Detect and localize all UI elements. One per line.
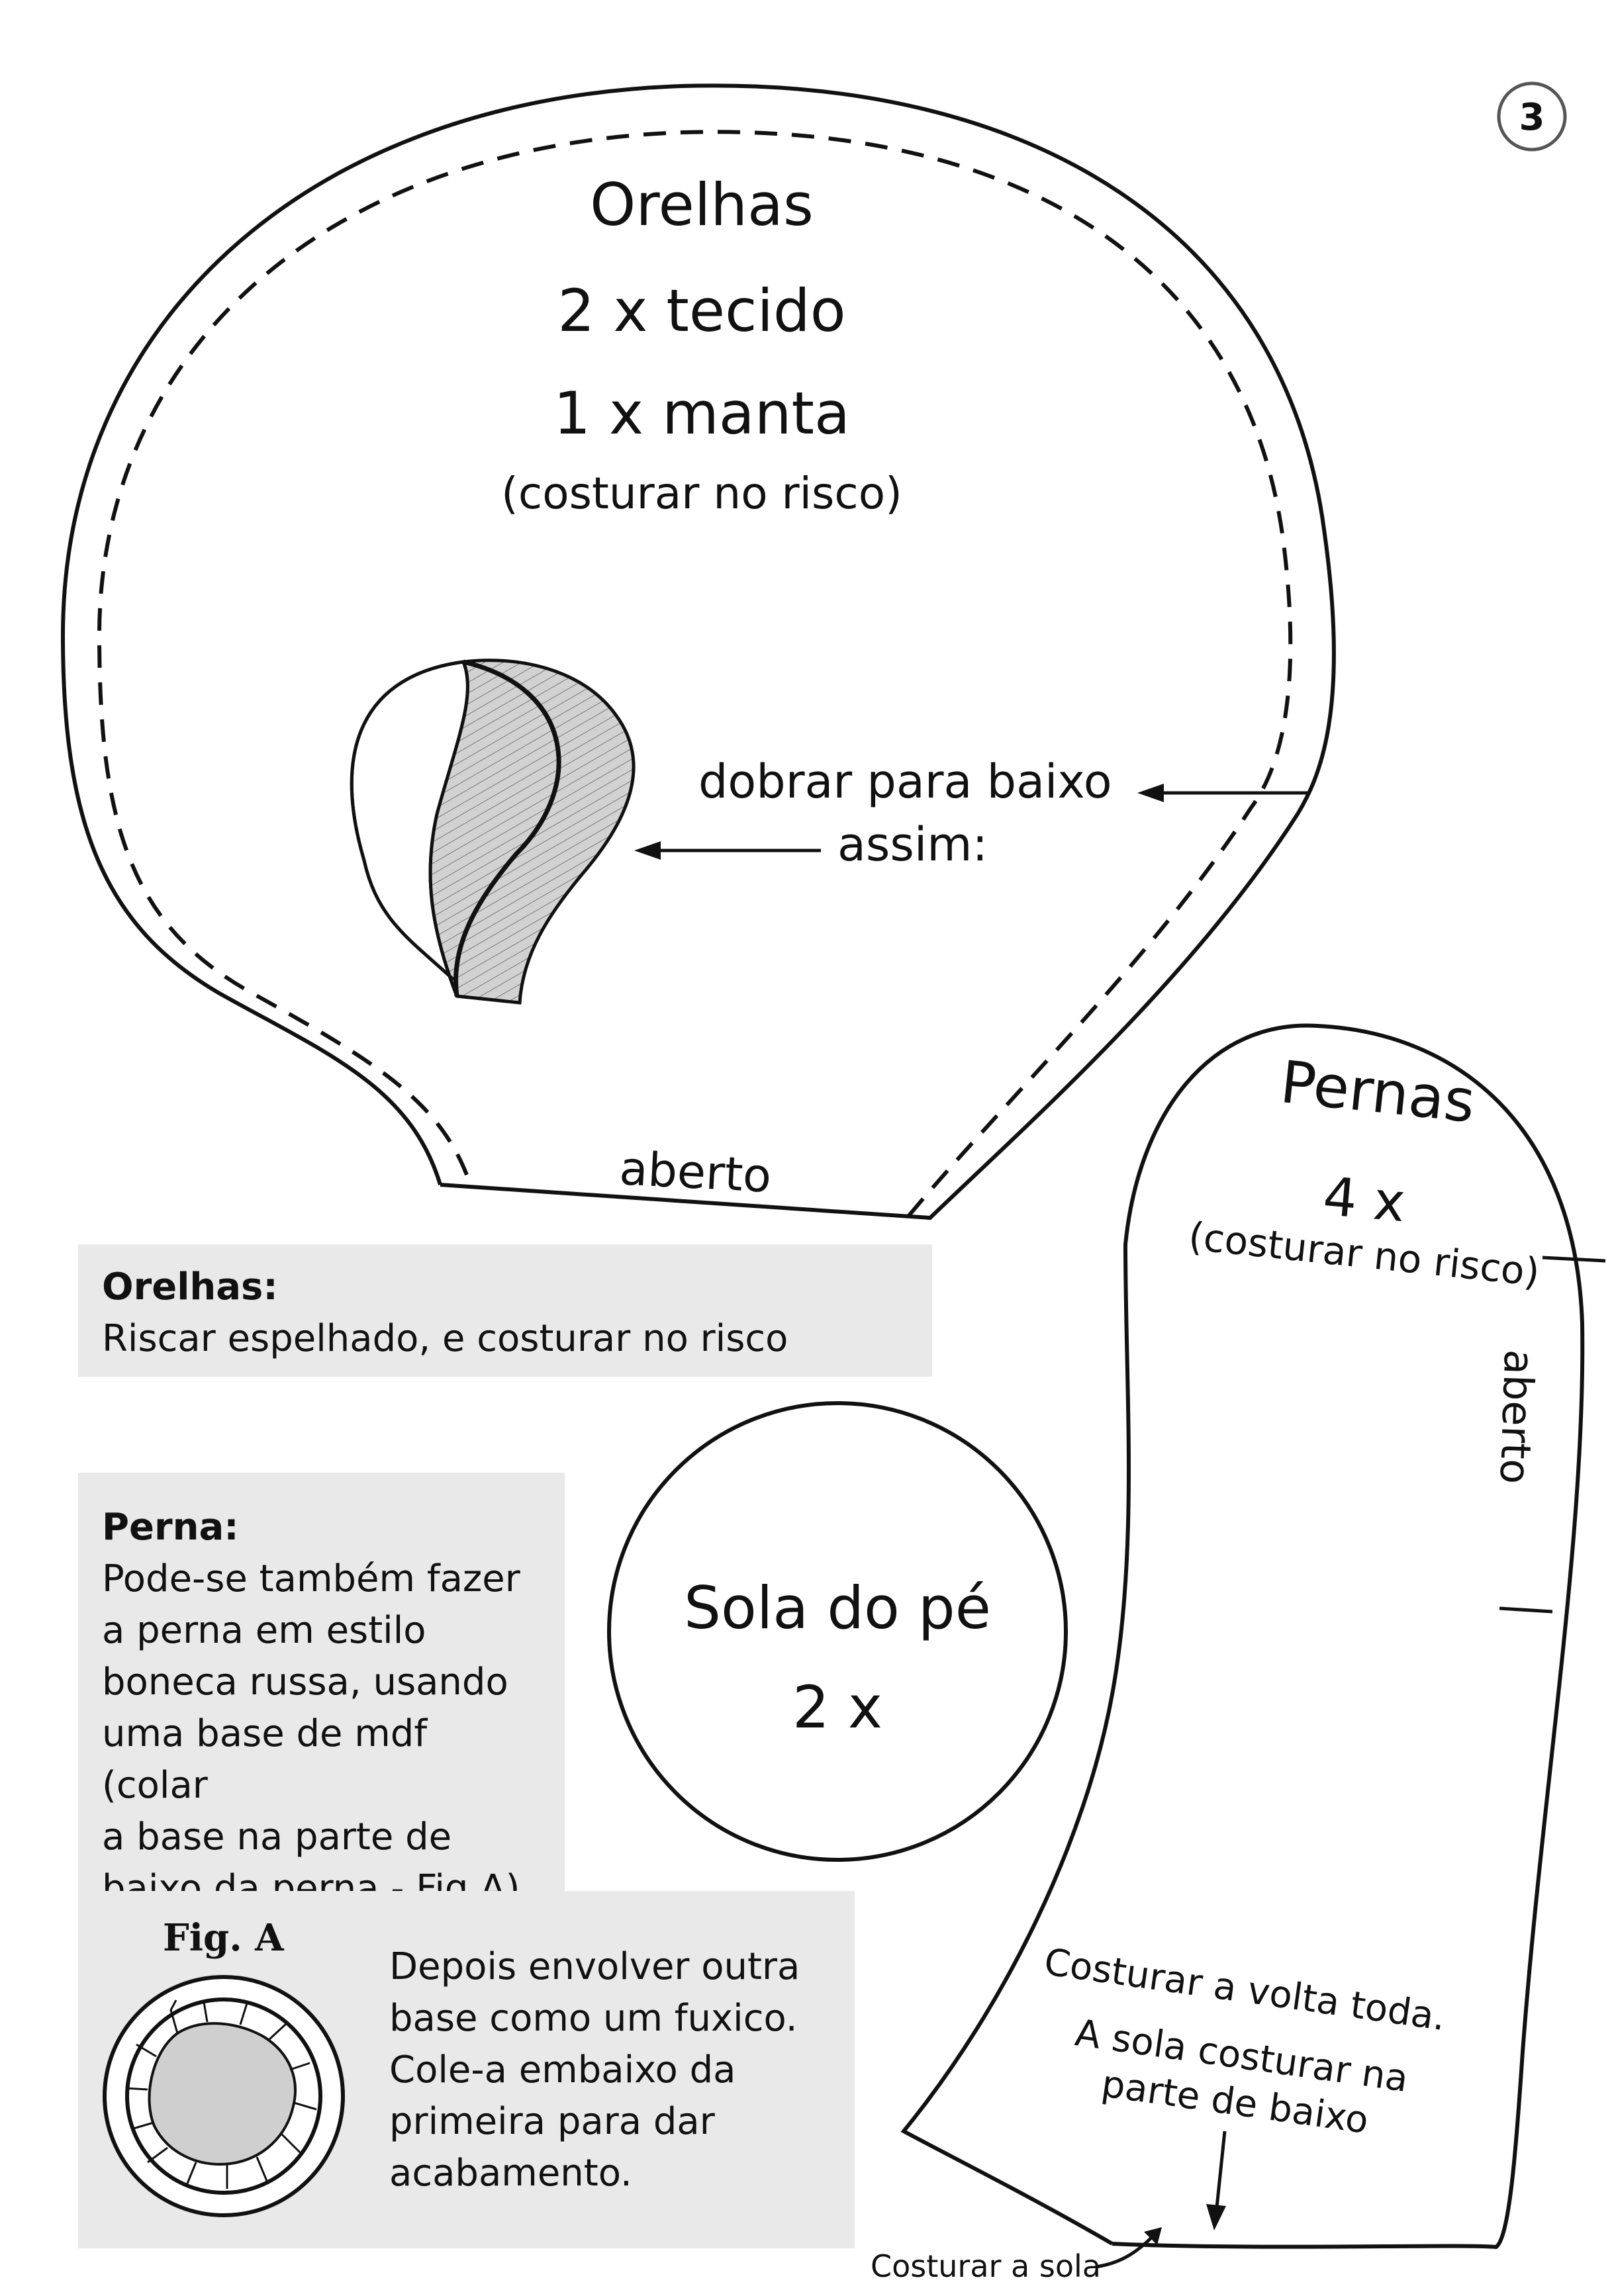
ears-title: Orelhas: [590, 171, 814, 239]
fold-arrow-right: [1137, 784, 1307, 802]
sole-title: Sola do pé: [684, 1574, 991, 1642]
ears-box-title: Orelhas:: [102, 1265, 278, 1309]
fold-instruction-line2: assim:: [837, 817, 988, 872]
ears-info-box: Orelhas: Riscar espelhado, e costurar no…: [78, 1244, 932, 1377]
fig-a-title: Fig. A: [163, 1916, 284, 1960]
ears-qty-batting: 1 x manta: [553, 379, 850, 447]
leg-box-body: Pode-se também fazer a perna em estilo b…: [102, 1557, 532, 1910]
fig-a-illustration: [103, 1975, 345, 2217]
ears-box-body: Riscar espelhado, e costurar no risco: [102, 1317, 788, 1360]
sew-sole-curved-arrow: [1095, 2227, 1162, 2269]
leg-box-title: Perna:: [102, 1506, 239, 1549]
ears-qty-fabric: 2 x tecido: [557, 277, 845, 345]
page-number: 3: [1519, 96, 1545, 139]
leg-opening-marks: [1499, 1256, 1606, 1614]
page-number-badge: 3: [1497, 81, 1567, 152]
legs-open-label: aberto: [1490, 1349, 1543, 1485]
fig-a-box: Fig. A Depois envolver outra base como u…: [78, 1891, 855, 2248]
leg-pattern-outline: [900, 1023, 1585, 2250]
ears-open-label: aberto: [618, 1141, 773, 1203]
fold-illustration: [350, 659, 636, 1005]
ear-seam-line: [97, 130, 1293, 1219]
ears-note: (costurar no risco): [501, 468, 902, 519]
leg-info-box: Perna: Pode-se também fazer a perna em e…: [78, 1473, 565, 1910]
fig-a-text: Depois envolver outra base como um fuxic…: [389, 1945, 800, 2195]
legs-qty: 4 x: [1321, 1166, 1407, 1234]
sole-qty: 2 x: [792, 1673, 882, 1741]
fold-arrow-left: [634, 841, 821, 860]
fold-instruction-line1: dobrar para baixo: [698, 755, 1112, 809]
legs-sew-sole: Costurar a sola: [871, 2248, 1101, 2284]
sole-arrow: [1206, 2131, 1227, 2230]
sole-pattern-circle: [607, 1401, 1068, 1862]
ear-pattern-outline: [60, 83, 1336, 1220]
